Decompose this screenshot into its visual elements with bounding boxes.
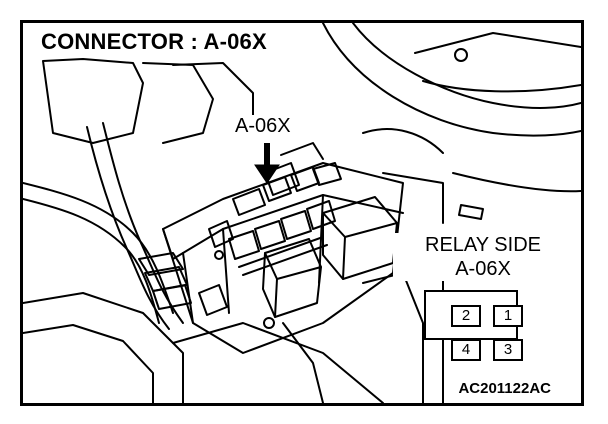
relay-side-line1: RELAY SIDE bbox=[425, 234, 541, 256]
relay-pin-diagram: 2 1 4 3 bbox=[451, 305, 523, 361]
relay-side-label: RELAY SIDE A-06X bbox=[393, 233, 573, 281]
diagram-frame: CONNECTOR : A-06X A-06X RELAY SIDE A-06X… bbox=[20, 20, 584, 406]
reference-code: AC201122AC bbox=[456, 380, 553, 397]
pin-4: 4 bbox=[451, 339, 481, 361]
relay-side-line2: A-06X bbox=[455, 258, 511, 280]
pin-2: 2 bbox=[451, 305, 481, 327]
pin-1: 1 bbox=[493, 305, 523, 327]
diagram-title: CONNECTOR : A-06X bbox=[37, 29, 271, 55]
connector-callout-label: A-06X bbox=[233, 115, 293, 138]
pin-3: 3 bbox=[493, 339, 523, 361]
